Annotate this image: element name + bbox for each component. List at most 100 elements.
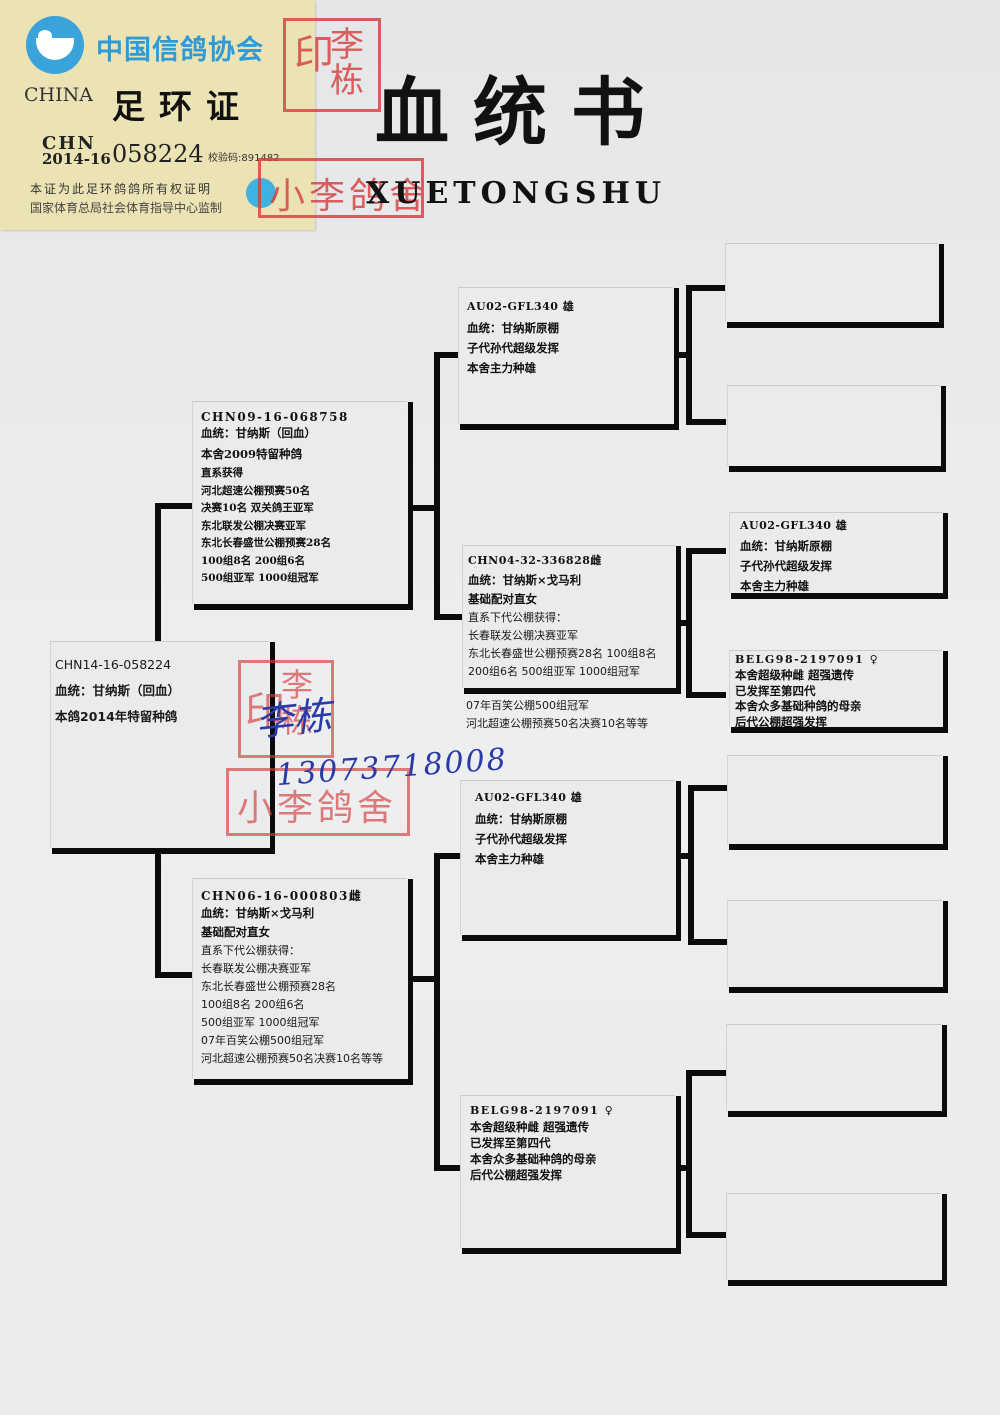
document-title: 血统书 [375, 70, 669, 156]
association-logo-icon [26, 16, 84, 74]
connector-line [686, 285, 692, 425]
connector-line [678, 620, 690, 626]
dam-ring: CHN06-16-000803雌 [201, 889, 363, 903]
gen3-4-line: 本舍超级种雌 超强遗传 [735, 668, 855, 682]
connector-line [434, 352, 440, 620]
connector-line [688, 785, 728, 791]
ring-certificate-card: 中国信鸽协会 CHINA 足环证 CHN 2014-16 058224 校验码:… [0, 0, 315, 230]
sire-dam-detail: 直系下代公棚获得： [468, 611, 567, 624]
connector-line [686, 1070, 692, 1238]
connector-line [686, 285, 726, 291]
sire-sire-line: 子代孙代超级发挥 [467, 341, 559, 355]
connector-line [688, 939, 728, 945]
seal-char: 印 [245, 689, 285, 735]
connector-line [434, 1165, 462, 1171]
connector-line [676, 352, 690, 358]
sire-dam-ring: CHN04-32-336828雌 [468, 554, 602, 567]
dam-dam-ring: BELG98-2197091 ♀ [470, 1104, 615, 1117]
sire-detail: 直系获得 [201, 467, 243, 479]
chn-label: CHN [42, 133, 96, 154]
gen3-box-7-empty [726, 1024, 947, 1117]
subject-bloodline: 血统：甘纳斯（回血） [55, 683, 181, 698]
issuer-statement: 国家体育总局社会体育指导中心监制 [30, 201, 223, 215]
sire-dam-detail: 200组6名 500组亚军 1000组冠军 [468, 665, 640, 678]
gen3-box-2-empty [727, 385, 946, 472]
sire-ring: CHN09-16-068758 [201, 410, 349, 424]
gen3-3-ring: AU02-GFL340 雄 [740, 519, 848, 532]
sire-detail: 东北联发公棚决赛亚军 [201, 519, 306, 532]
dam-detail: 东北长春盛世公棚预赛28名 [201, 980, 336, 993]
document-subtitle: XUETONGSHU [366, 176, 666, 211]
check-code: 校验码:891482 [208, 153, 280, 164]
sire-dam-detail: 东北长春盛世公棚预赛28名 100组8名 [468, 647, 657, 660]
sire-sire-line: 本舍主力种雄 [467, 361, 536, 375]
sire-dam-extra-2: 河北超速公棚预赛50名决赛10名等等 [466, 717, 648, 730]
gen3-4-line: 后代公棚超强发挥 [735, 714, 827, 729]
dam-dam-line: 本舍众多基础种鸽的母亲 [470, 1152, 597, 1166]
dam-sire-line: 本舍主力种雄 [475, 852, 544, 866]
connector-line [434, 352, 458, 358]
dam-dam-box: BELG98-2197091 ♀ 本舍超级种雌 超强遗传 已发挥至第四代 本舍众… [460, 1095, 681, 1254]
gen3-box-6-empty [727, 900, 948, 993]
name-seal-stamp-2: 印 李栋 [238, 660, 334, 758]
connector-line [434, 614, 464, 620]
ink-mark [246, 178, 276, 208]
loft-stamp-2: 小李鸽舍 [226, 768, 410, 836]
dam-bloodline: 血统：甘纳斯×戈马利 [201, 906, 315, 920]
country-label: CHINA [24, 84, 93, 106]
dam-detail: 100组8名 200组6名 [201, 998, 305, 1011]
dam-dam-line: 本舍超级种雌 超强遗传 [470, 1120, 590, 1134]
subject-note: 本鸽2014年特留种鸽 [55, 709, 178, 724]
gen3-4-ring: BELG98-2197091 ♀ [735, 653, 880, 666]
ring-prefix: CHN 2014-16 [42, 133, 111, 167]
dam-sire-line: 血统：甘纳斯原棚 [475, 812, 567, 826]
connector-line [686, 548, 692, 698]
sire-sire-box: AU02-GFL340 雄 血统：甘纳斯原棚 子代孙代超级发挥 本舍主力种雄 [458, 287, 679, 430]
dam-detail: 07年百笑公棚500组冠军 [201, 1034, 324, 1047]
connector-line [155, 850, 161, 978]
sire-dam-detail: 长春联发公棚决赛亚军 [468, 629, 578, 642]
seal-name: 李栋 [330, 25, 364, 101]
connector-line [686, 548, 726, 554]
gen3-3-line: 血统：甘纳斯原棚 [740, 539, 832, 553]
dam-sire-ring: AU02-GFL340 雄 [475, 791, 583, 804]
sire-dam-box: CHN04-32-336828雌 血统：甘纳斯×戈马利 基础配对直女 直系下代公… [462, 545, 681, 694]
sire-detail: 决赛10名 双关鸽王亚军 [201, 502, 314, 514]
dam-sire-box: AU02-GFL340 雄 血统：甘纳斯原棚 子代孙代超级发挥 本舍主力种雄 [460, 780, 681, 941]
gen3-box-8-empty [726, 1193, 947, 1286]
dam-dam-line: 后代公棚超强发挥 [470, 1168, 562, 1182]
sire-dam-line: 血统：甘纳斯×戈马利 [468, 573, 582, 587]
connector-line [155, 503, 193, 509]
ring-certificate-title: 足环证 [112, 87, 253, 126]
handwritten-signature: 李栋 [253, 693, 334, 745]
dam-note: 基础配对直女 [201, 925, 270, 939]
sire-detail: 500组亚军 1000组冠军 [201, 572, 319, 584]
gen3-4-line: 已发挥至第四代 [735, 683, 816, 698]
connector-line [686, 1070, 726, 1076]
gen3-box-4: BELG98-2197091 ♀ 本舍超级种雌 超强遗传 已发挥至第四代 本舍众… [729, 650, 948, 733]
subject-pigeon-box: CHN14-16-058224 血统：甘纳斯（回血） 本鸽2014年特留种鸽 [50, 641, 275, 854]
connector-line [434, 853, 440, 1171]
connector-line [155, 972, 193, 978]
gen3-4-line: 本舍众多基础种鸽的母亲 [735, 699, 862, 713]
sire-dam-extra-1: 07年百笑公棚500组冠军 [466, 699, 589, 712]
connector-line [410, 505, 440, 511]
sire-box: CHN09-16-068758 血统：甘纳斯（回血） 本舍2009特留种鸽 直系… [192, 401, 413, 610]
sire-sire-line: 血统：甘纳斯原棚 [467, 321, 559, 335]
ring-number: 058224 [112, 140, 204, 168]
connector-line [410, 976, 440, 982]
sire-detail: 100组8名 200组6名 [201, 554, 306, 567]
name-seal-stamp: 印 李栋 [283, 18, 381, 112]
connector-line [686, 692, 726, 698]
gen3-3-line: 本舍主力种雄 [740, 579, 809, 593]
gen3-3-line: 子代孙代超级发挥 [740, 559, 832, 573]
seal-char: 印 [294, 32, 334, 78]
connector-line [678, 1165, 690, 1171]
connector-line [434, 853, 462, 859]
dam-detail: 500组亚军 1000组冠军 [201, 1016, 320, 1029]
loft-stamp-text: 小李鸽舍 [237, 788, 398, 829]
subject-ring: CHN14-16-058224 [55, 657, 172, 672]
dam-dam-line: 已发挥至第四代 [470, 1136, 551, 1150]
gen3-box-3: AU02-GFL340 雄 血统：甘纳斯原棚 子代孙代超级发挥 本舍主力种雄 [729, 512, 948, 599]
